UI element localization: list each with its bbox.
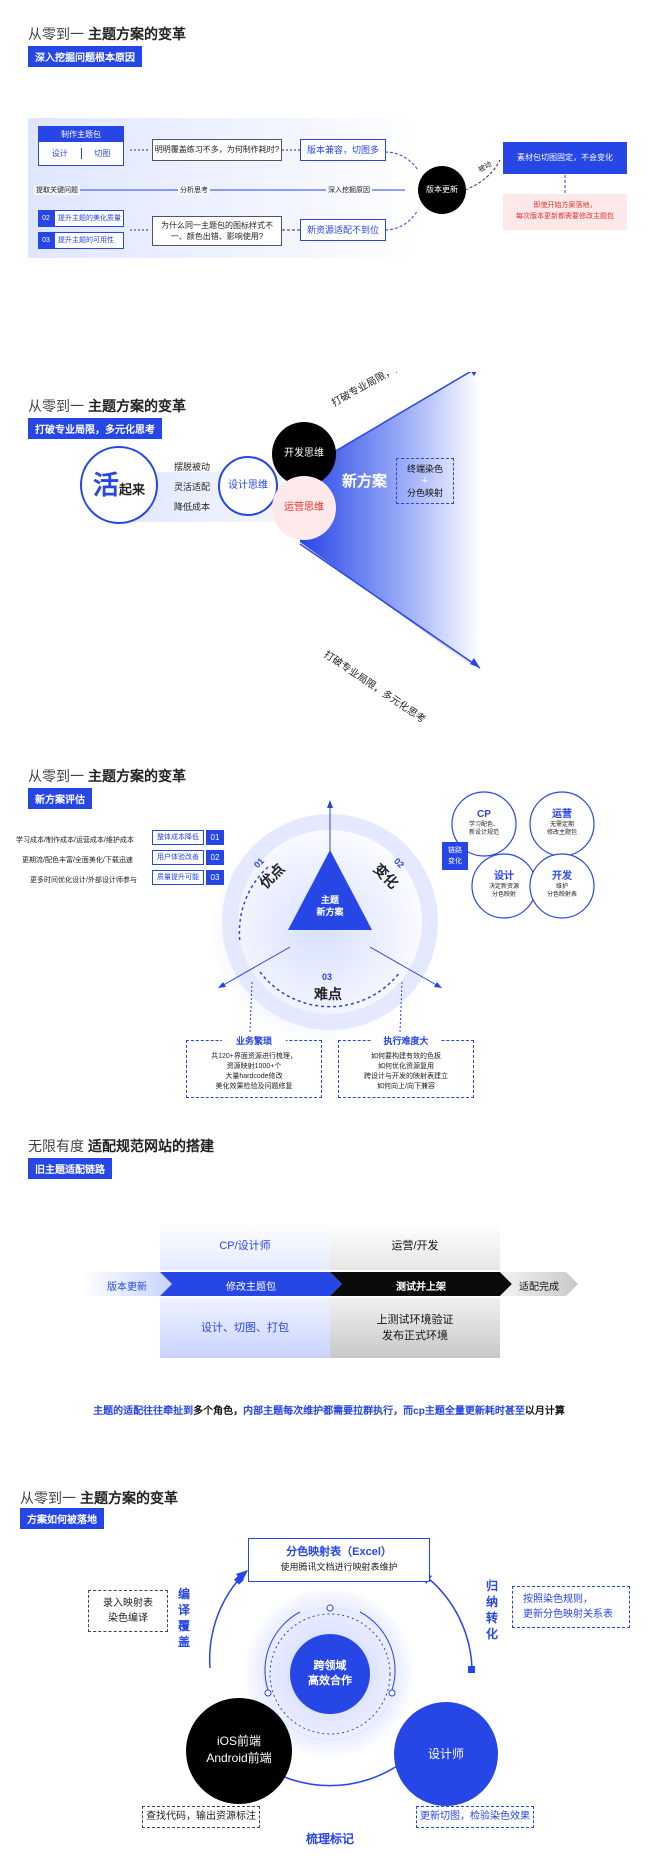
section-title: 无限有度适配规范网站的搭建: [28, 1138, 214, 1154]
make-package-box: 制作主题包 设计 切图: [38, 126, 124, 166]
new-plan-box: 终端染色 + 分色映射: [396, 458, 454, 504]
benefit-3: 降低成本: [174, 502, 211, 512]
answer-2: 新资源适配不到位: [300, 219, 386, 241]
bottom-right-task: 上测试环境验证 发布正式环境: [330, 1298, 500, 1358]
section-title: 从零到一主题方案的变革: [28, 768, 186, 784]
bottom-label: 梳理标记: [305, 1832, 354, 1846]
design-thinking-circle: 设计思维: [218, 456, 278, 516]
section-title: 从零到一主题方案的变革: [28, 398, 186, 414]
row-1-text: 学习成本/制作成本/运营成本/维护成本: [16, 837, 134, 844]
chain-change-tag: 链路 变化: [442, 842, 468, 870]
evaluation-rings: [218, 791, 595, 1033]
cross-domain-circle: 跨领域 高效合作: [290, 1634, 370, 1714]
ops-thinking-circle: 运营思维: [272, 476, 336, 540]
top-left-role: CP/设计师: [160, 1222, 330, 1270]
section-title: 从零到一主题方案的变革: [20, 1490, 178, 1506]
section-evaluation: 从零到一主题方案的变革 新方案评估 学习成本/制作成本/运营成本/维护成本 整体…: [0, 742, 658, 1112]
compile-label: 编 译 覆 盖: [177, 1587, 190, 1649]
execution-box-title: 执行难度大: [372, 1034, 440, 1047]
step-adapt-done: 适配完成: [519, 1282, 559, 1293]
section-multi-thinking: 从零到一主题方案的变革 打破专业局限，多元化思考 活起来 摆脱被动 灵活适配 降…: [0, 372, 658, 742]
question-1: 明明覆盖练习不多，为何制作耗时?: [152, 139, 282, 161]
summary-text: 主题的适配往往牵扯到多个角色，内部主题每次维护都需要拉群执行，而cp主题全量更新…: [93, 1406, 565, 1417]
role-cp: CP 学习配色、 新设计规范: [468, 809, 499, 836]
version-update-circle: 版本更新: [418, 166, 466, 214]
section-tag: 新方案评估: [28, 788, 92, 809]
section-tag: 深入挖掘问题根本原因: [28, 46, 142, 67]
execution-box: 如何要构建有效的色板 如何优化资源复用 跨设计与开发的映射表建立 如何向上/向下…: [338, 1040, 474, 1098]
benefit-1: 摆脱被动: [174, 462, 211, 472]
dev-thinking-circle: 开发思维: [272, 422, 336, 486]
role-ops: 运营 无需定期 修改主题包: [546, 809, 577, 836]
row-2-label: 用户体验改善: [152, 850, 204, 865]
section-old-chain: 无限有度适配规范网站的搭建 旧主题适配链路 CP/设计师 运营/开发 版本更新 …: [0, 1112, 658, 1478]
fixed-assets-box: 素材包切图固定，不会变化: [503, 142, 627, 174]
section-tag: 打破专业局限，多元化思考: [28, 418, 162, 439]
row-3-label: 质量提升可能: [152, 870, 204, 885]
flow-label-2: 分析思考: [178, 185, 210, 195]
induce-label: 归 纳 转 化: [485, 1579, 498, 1641]
step-version-update: 版本更新: [107, 1282, 147, 1293]
section-tag: 方案如何被落地: [20, 1508, 104, 1529]
flow-label-3: 深入挖掘原因: [326, 185, 372, 195]
section-tag: 旧主题适配链路: [28, 1158, 112, 1179]
designer-circle: 设计师: [394, 1702, 498, 1806]
huo-circle: 活起来: [80, 446, 158, 524]
find-code-box: 查找代码，输出资源标注: [142, 1806, 260, 1828]
update-mapping-box: 按照染色规则， 更新分色映射关系表: [512, 1586, 630, 1628]
section-implementation: 从零到一主题方案的变革 方案如何被落地 分色映射表（Excel） 使用腾讯文档进…: [0, 1478, 658, 1856]
business-box: 共120+界面资源进行梳理， 资源映射1000+个 大量hardcode修改 美…: [186, 1040, 322, 1098]
chain-arrows: [80, 1272, 578, 1296]
row-1-label: 整体成本降低: [152, 830, 204, 845]
question-2: 为什么同一主题包的图标样式不一、颜色出错、影响使用?: [152, 216, 282, 246]
row-2-num: 02: [206, 850, 224, 865]
row-1-num: 01: [206, 830, 224, 845]
new-plan-label: 新方案: [342, 473, 388, 490]
row-3-text: 更多时间优化设计/外部设计师参与: [30, 877, 137, 884]
difficulty-num: 03: [322, 972, 333, 982]
benefit-2: 灵活适配: [174, 482, 211, 492]
answer-1: 版本兼容，切图多: [300, 139, 386, 161]
role-design: 设计 决定新资源 分色映射: [488, 871, 519, 898]
top-right-role: 运营/开发: [330, 1222, 500, 1270]
update-warning-box: 即使开始方案落地， 每次版本更新都需要修改主题包: [503, 194, 627, 230]
role-dev: 开发 维护 分色映射表: [546, 871, 577, 898]
goals-box: 02 提升主题的美化质量 03 提升主题的可用性: [38, 210, 124, 250]
input-mapping-box: 录入映射表 染色编译: [88, 1590, 168, 1632]
row-2-text: 更期流/配色丰富/全面美化/下载迅速: [22, 857, 133, 864]
difficulty-label: 难点: [314, 986, 342, 1002]
funnel-graphic: [110, 372, 481, 672]
frontend-circle: iOS前端 Android前端: [186, 1698, 292, 1804]
section-title: 从零到一主题方案的变革: [28, 26, 186, 42]
update-cut-box: 更新切图，检验染色效果: [416, 1806, 534, 1828]
row-3-num: 03: [206, 870, 224, 885]
step-test-publish: 测试并上架: [396, 1282, 446, 1293]
center-triangle-label: 主题 新方案: [316, 895, 344, 917]
step-modify-package: 修改主题包: [226, 1282, 276, 1293]
mapping-table-box: 分色映射表（Excel） 使用腾讯文档进行映射表维护: [248, 1538, 430, 1582]
flow-label-1: 提取关键问题: [34, 185, 80, 195]
section-root-cause: 从零到一主题方案的变革 深入挖掘问题根本原因 制作主题包 设计 切图 明明覆盖练…: [0, 0, 658, 300]
bottom-left-task: 设计、切图、打包: [160, 1298, 330, 1358]
business-box-title: 业务繁琐: [222, 1034, 286, 1047]
